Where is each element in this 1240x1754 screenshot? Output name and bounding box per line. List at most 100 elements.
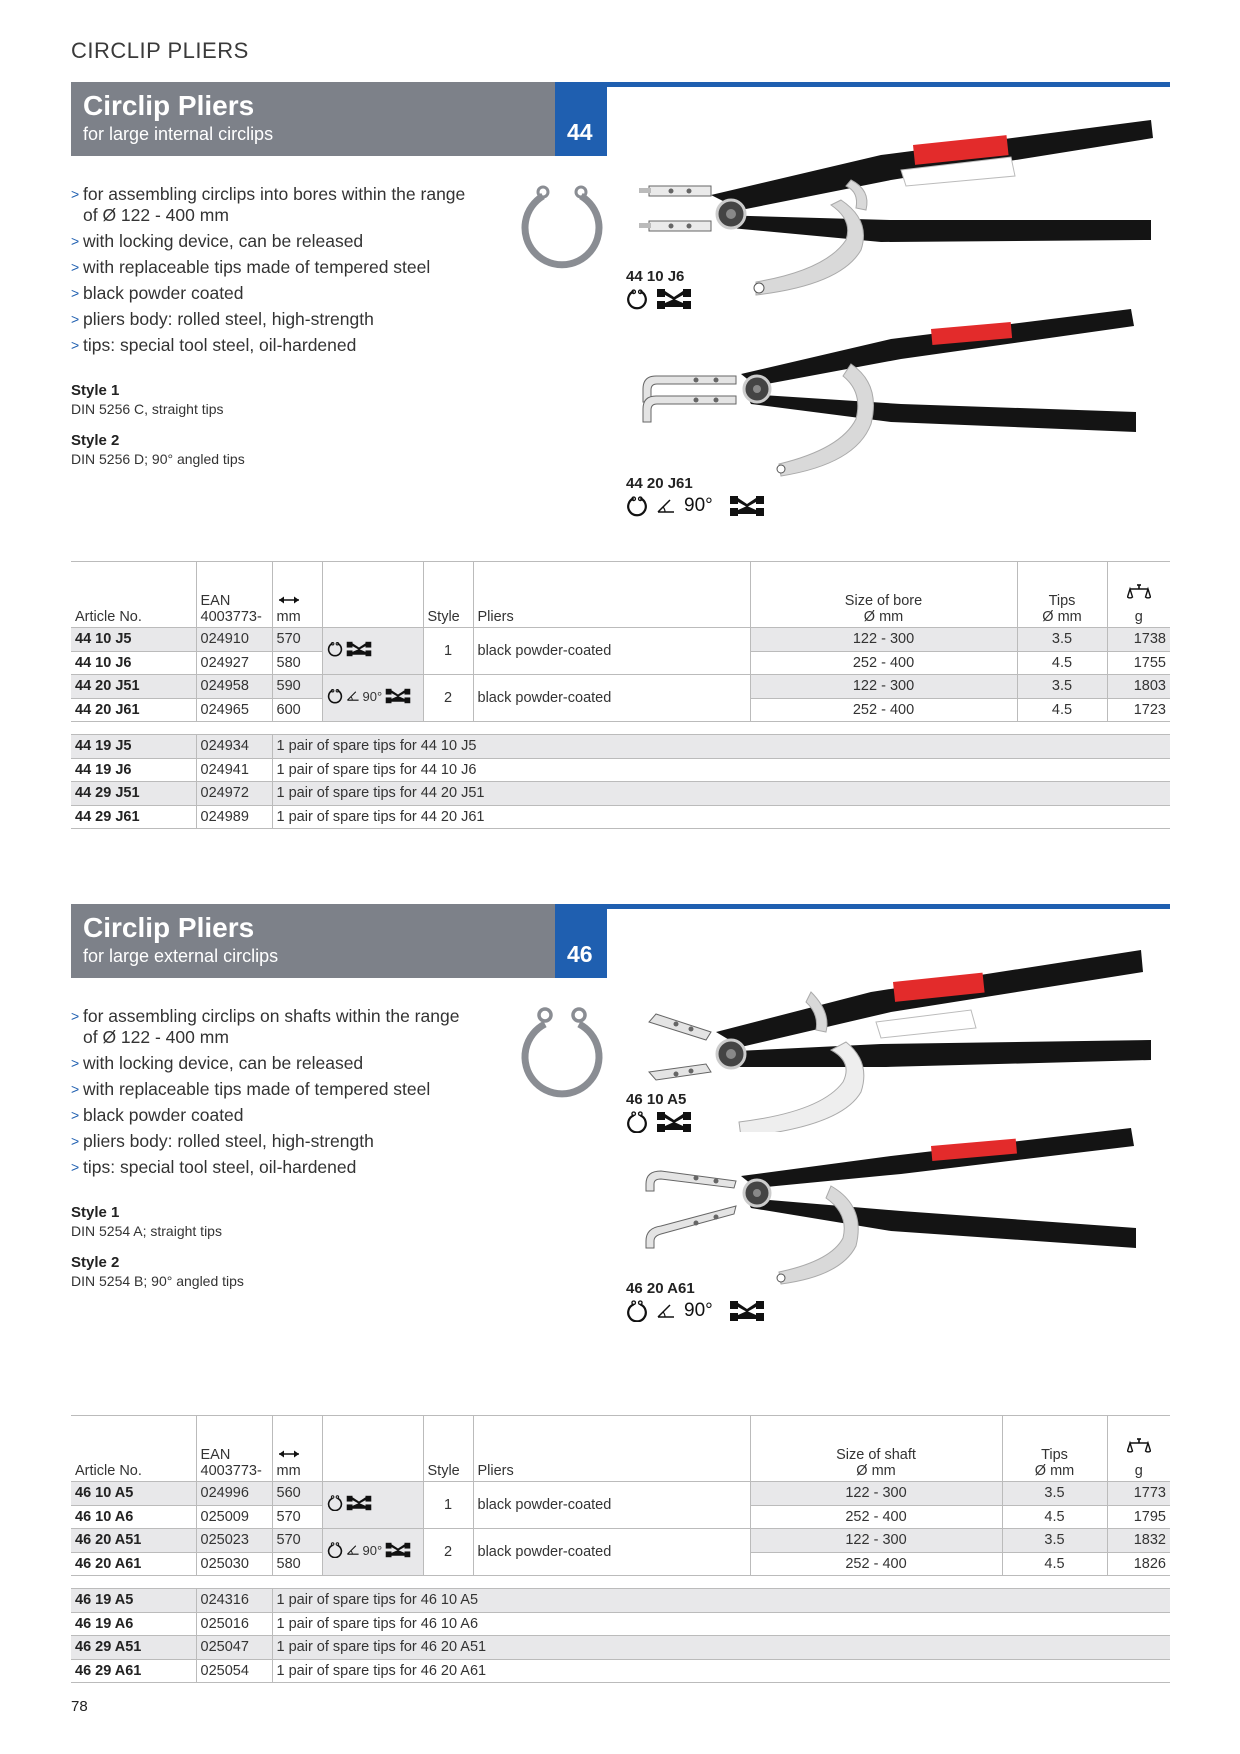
blue-rule	[607, 82, 1170, 87]
weight-scale-icon	[1127, 1437, 1151, 1459]
external-circlip-symbol-icon	[626, 1300, 648, 1322]
feature-item: for assembling circlips on shafts within…	[71, 1006, 471, 1048]
external-circlip-icon	[521, 1007, 603, 1098]
angle-value: 90°	[684, 1300, 713, 1321]
style-1-desc: DIN 5254 A; straight tips	[71, 1223, 222, 1239]
feature-item: with locking device, can be released	[71, 231, 471, 252]
feature-list: for assembling circlips on shafts within…	[71, 1006, 471, 1183]
internal-circlip-symbol-icon	[327, 641, 343, 657]
locking-device-icon	[346, 641, 372, 657]
style-2-label: Style 2	[71, 432, 120, 449]
feature-item: with replaceable tips made of tempered s…	[71, 1079, 471, 1100]
plier-image-straight	[648, 950, 1151, 1132]
title-bar: Circlip Pliers for large internal circli…	[71, 82, 555, 156]
row-symbols	[321, 1481, 423, 1529]
internal-circlip-icon	[521, 185, 603, 269]
row-symbols: 90°	[321, 1528, 423, 1576]
table-row: 44 10 J6 024927 580 252 - 400 4.5 1755	[71, 651, 1170, 675]
page-header: CIRCLIP PLIERS	[71, 38, 249, 63]
plier-image-straight	[639, 120, 1153, 296]
locking-device-icon	[729, 1300, 765, 1322]
feature-item: pliers body: rolled steel, high-strength	[71, 1131, 471, 1152]
plier-label-1: 46 10 A5	[626, 1091, 687, 1108]
section-code: 46	[567, 941, 593, 967]
header-style: Style	[422, 561, 473, 628]
row-symbols: 90°	[321, 674, 423, 722]
header-style: Style	[422, 1415, 473, 1482]
feature-item: black powder coated	[71, 283, 471, 304]
table-row: 44 20 J51 024958 590 90° 2 black powder-…	[71, 674, 1170, 722]
header-pliers: Pliers	[472, 1415, 750, 1482]
length-arrow-icon	[277, 1449, 301, 1459]
length-arrow-icon	[277, 595, 301, 605]
header-article: Article No.	[71, 561, 196, 628]
locking-device-icon	[346, 1495, 372, 1511]
style-2-block: Style 2 DIN 5256 D; 90° angled tips	[71, 432, 371, 467]
locking-device-icon	[385, 1542, 411, 1558]
plier-symbols-2: 90°	[626, 1300, 765, 1322]
plier-symbols-2: 90°	[626, 495, 765, 517]
header-weight: g	[1106, 1415, 1170, 1482]
header-symbols	[321, 561, 423, 628]
feature-list: for assembling circlips into bores withi…	[71, 184, 471, 361]
plier-label-1: 44 10 J6	[626, 268, 685, 285]
style-1-label: Style 1	[71, 382, 120, 399]
style-2-desc: DIN 5254 B; 90° angled tips	[71, 1273, 244, 1289]
section-code: 44	[567, 119, 593, 145]
plier-image-angled	[642, 309, 1136, 477]
title-bar: Circlip Pliers for large external circli…	[71, 904, 555, 978]
section-code-badge: 46	[555, 904, 607, 978]
angle-icon	[656, 498, 676, 514]
header-length: mm	[271, 1415, 322, 1482]
feature-item: pliers body: rolled steel, high-strength	[71, 309, 471, 330]
feature-item: with locking device, can be released	[71, 1053, 471, 1074]
internal-circlip-symbol-icon	[626, 495, 648, 517]
angle-icon	[346, 1544, 360, 1556]
header-length: mm	[271, 561, 322, 628]
section-title: Circlip Pliers	[83, 912, 255, 943]
external-circlip-symbol-icon	[327, 1542, 343, 1558]
table-row: 46 10 A5 024996 560 1 black powder-coate…	[71, 1481, 1170, 1529]
plier-image-angled	[645, 1128, 1136, 1285]
section-code-badge: 44	[555, 82, 607, 156]
locking-device-icon	[729, 495, 765, 517]
style-1-label: Style 1	[71, 1204, 120, 1221]
locking-device-icon	[385, 688, 411, 704]
style-1-block: Style 1 DIN 5254 A; straight tips	[71, 1204, 371, 1239]
style-1-block: Style 1 DIN 5256 C, straight tips	[71, 382, 371, 417]
blue-rule	[607, 904, 1170, 909]
external-circlip-symbol-icon	[327, 1495, 343, 1511]
table-row: 46 20 A61 025030 580 252 - 400 4.5 1826	[71, 1552, 1170, 1576]
style-2-label: Style 2	[71, 1254, 120, 1271]
angle-icon	[656, 1303, 676, 1319]
page-number: 78	[71, 1698, 88, 1715]
feature-item: tips: special tool steel, oil-hardened	[71, 1157, 471, 1178]
header-symbols	[321, 1415, 423, 1482]
style-2-block: Style 2 DIN 5254 B; 90° angled tips	[71, 1254, 371, 1289]
style-2-desc: DIN 5256 D; 90° angled tips	[71, 451, 245, 467]
header-weight: g	[1106, 561, 1170, 628]
table-row: 44 20 J61 024965 600 252 - 400 4.5 1723	[71, 698, 1170, 722]
table-row: 44 10 J5 024910 570 1 black powder-coate…	[71, 627, 1170, 675]
header-article: Article No.	[71, 1415, 196, 1482]
feature-item: tips: special tool steel, oil-hardened	[71, 335, 471, 356]
weight-scale-icon	[1127, 583, 1151, 605]
feature-item: black powder coated	[71, 1105, 471, 1126]
section-subtitle: for large external circlips	[83, 946, 279, 966]
angle-icon	[346, 690, 360, 702]
